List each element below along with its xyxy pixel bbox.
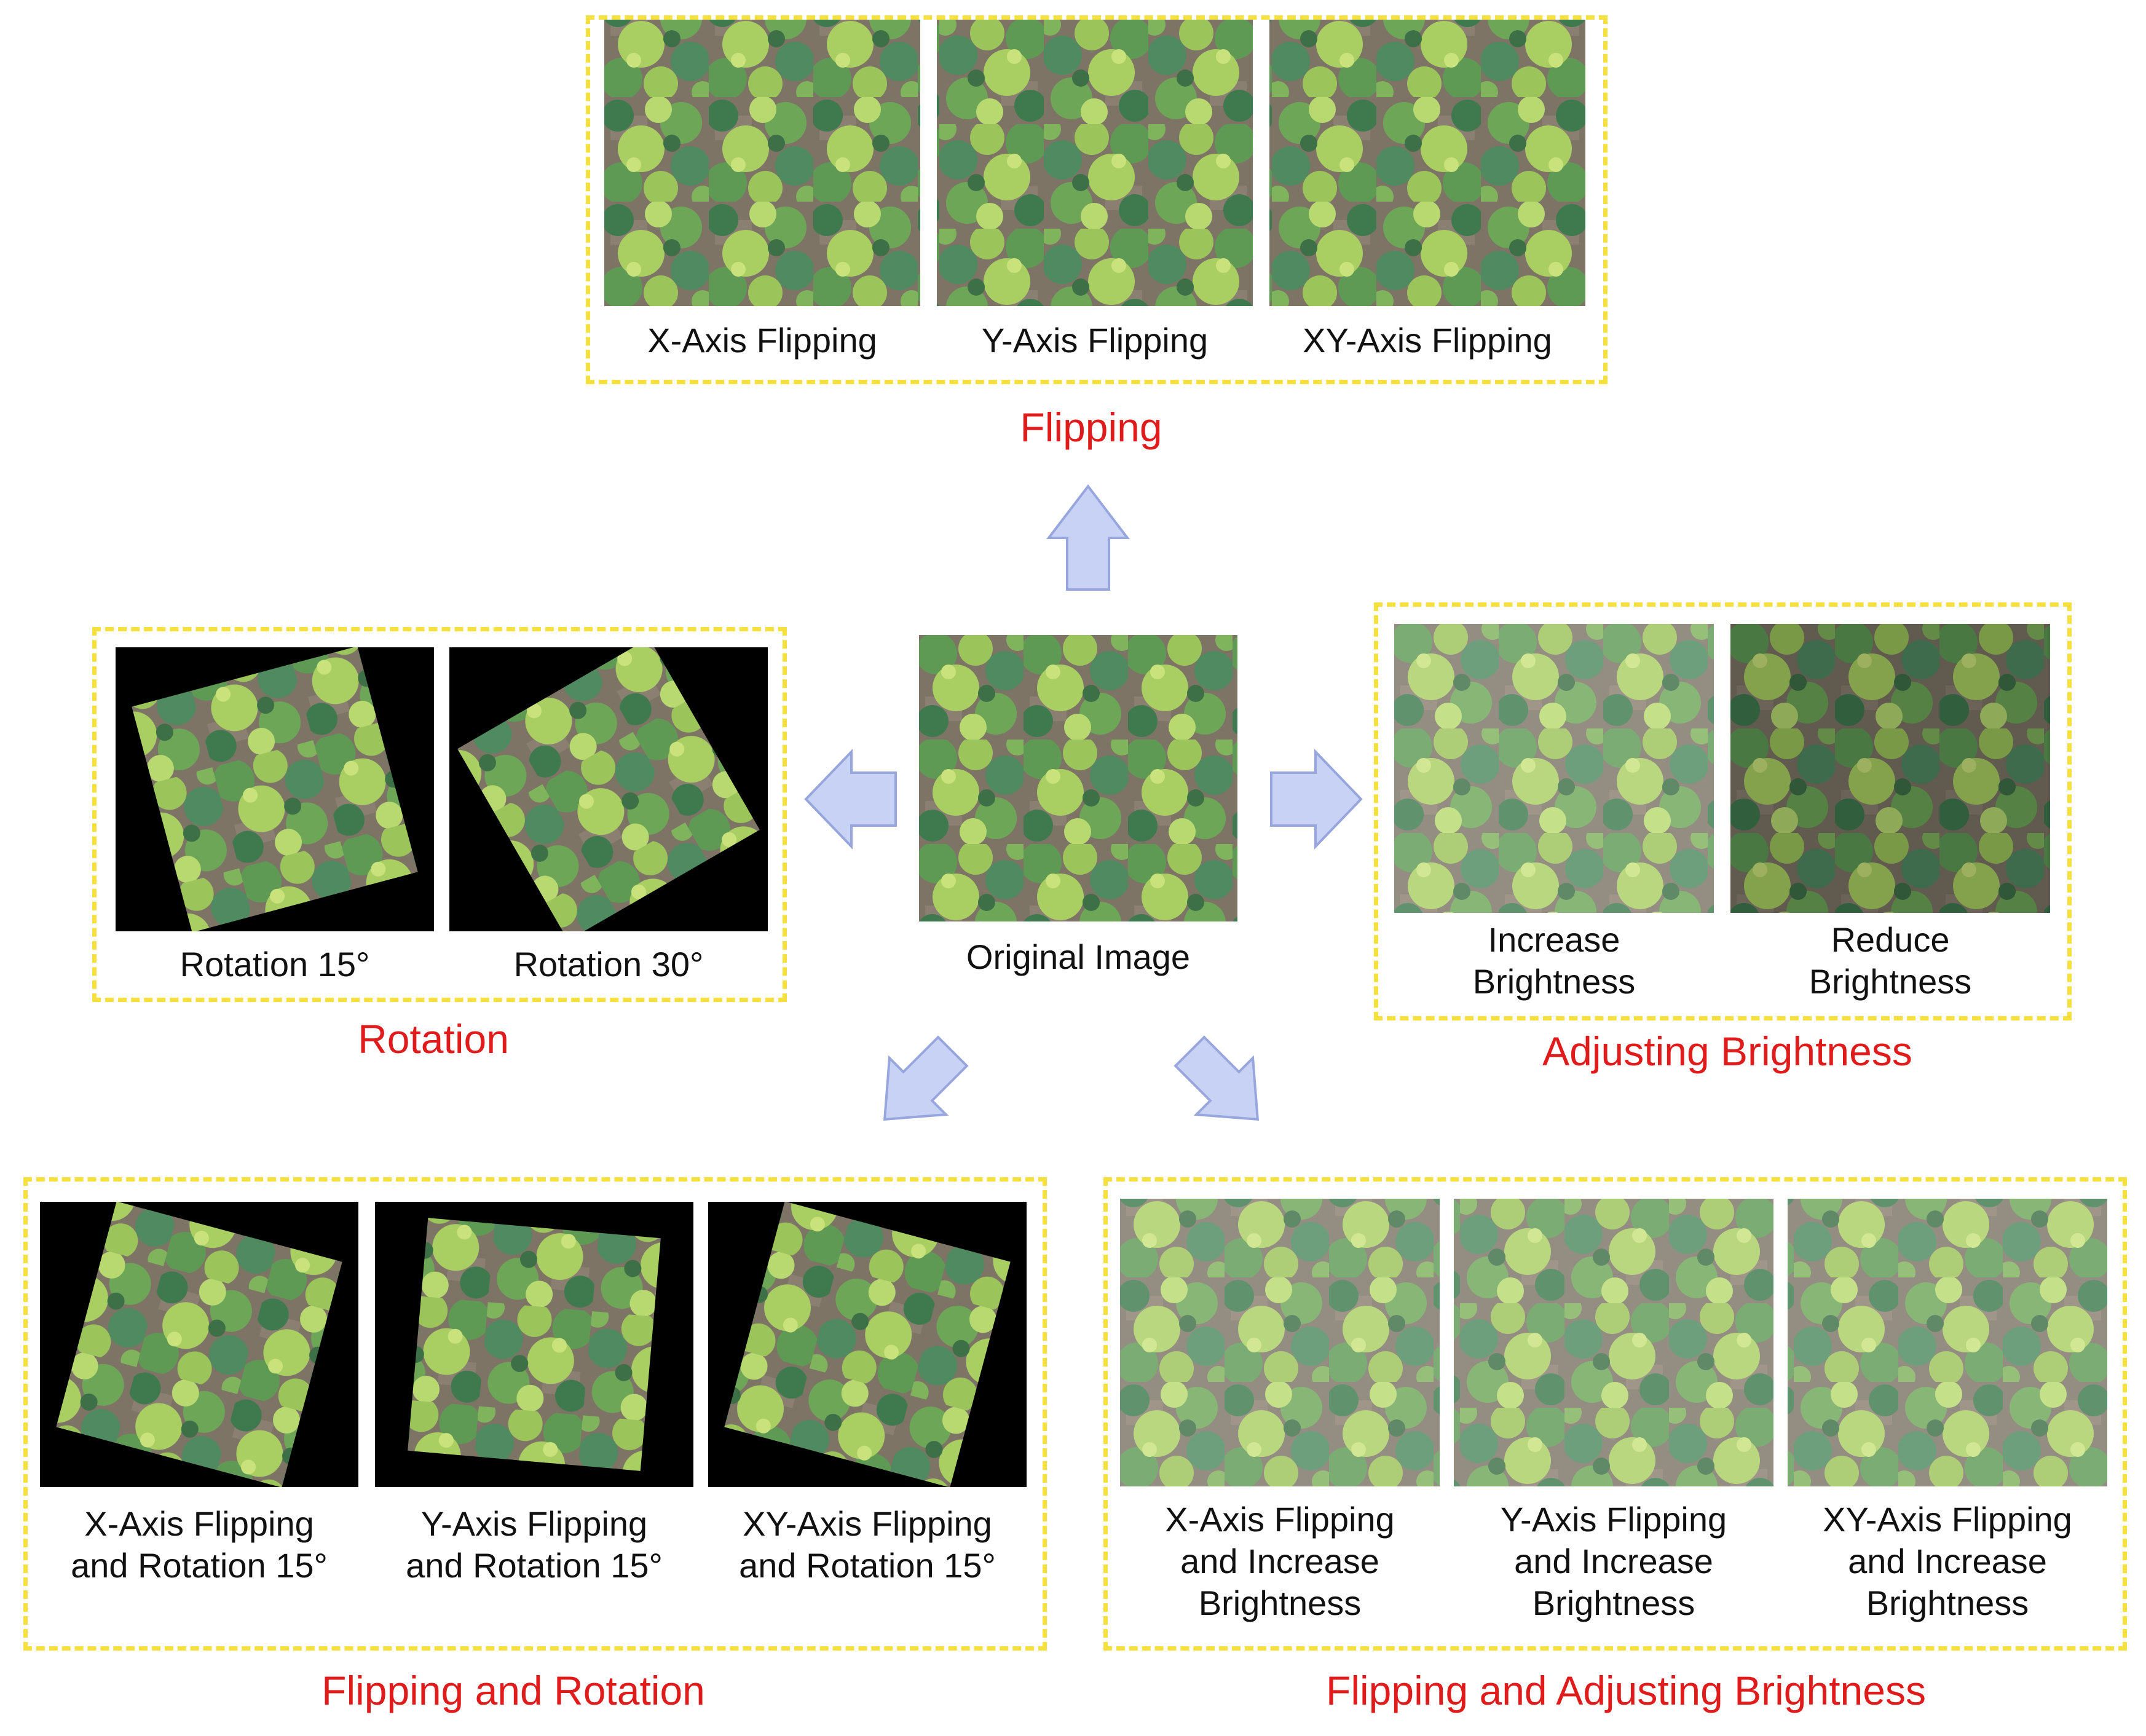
group-flipping-and-rotation [23,1177,1047,1651]
group-rotation [92,627,787,1002]
label-rotation-30: Rotation 30° [513,945,704,984]
group-title-flipping-and-adjusting-brightness: Flipping and Adjusting Brightness [1326,1668,1926,1713]
image-x-axis-flipping [604,20,920,306]
label-y-flip-rotation-15: Y-Axis Flipping and Rotation 15° [406,1504,663,1585]
group-title-flipping-and-rotation: Flipping and Rotation [322,1668,705,1713]
label-y-axis-flipping: Y-Axis Flipping [981,321,1209,360]
label-increase-brightness: Increase Brightness [1472,920,1636,1001]
image-x-flip-increase-brightness [1120,1199,1440,1486]
label-x-axis-flipping: X-Axis Flipping [647,321,877,360]
group-adjusting-brightness [1374,602,2072,1020]
arrow-down-right-icon [1174,1035,1260,1121]
image-reduce-brightness [1730,624,2050,913]
group-title-flipping: Flipping [1020,404,1162,450]
group-flipping-and-adjusting-brightness [1103,1177,2127,1651]
arrow-up-icon [1046,484,1130,591]
image-xy-flip-rotation-15 [708,1202,1027,1487]
label-original-image: Original Image [966,937,1191,976]
image-rotation-30 [449,647,768,931]
label-rotation-15: Rotation 15° [179,945,370,984]
group-title-rotation: Rotation [358,1016,509,1062]
image-increase-brightness [1394,624,1714,913]
image-x-flip-rotation-15 [40,1202,358,1487]
label-xy-axis-flipping: XY-Axis Flipping [1303,321,1552,360]
label-y-flip-increase-brightness: Y-Axis Flipping and Increase Brightness [1500,1500,1727,1622]
image-rotation-15 [116,647,434,931]
arrow-down-left-icon [883,1035,969,1121]
image-xy-flip-increase-brightness [1788,1199,2107,1486]
image-original [919,635,1237,921]
image-xy-axis-flipping [1269,20,1585,306]
group-flipping [586,15,1608,384]
label-xy-flip-rotation-15: XY-Axis Flipping and Rotation 15° [739,1504,996,1585]
label-reduce-brightness: Reduce Brightness [1809,920,1972,1001]
arrow-right-icon [1270,749,1363,850]
label-x-flip-increase-brightness: X-Axis Flipping and Increase Brightness [1165,1500,1395,1622]
image-y-flip-increase-brightness [1454,1199,1773,1486]
group-title-adjusting-brightness: Adjusting Brightness [1542,1028,1912,1074]
label-xy-flip-increase-brightness: XY-Axis Flipping and Increase Brightness [1823,1500,2072,1622]
arrow-left-icon [804,749,897,850]
label-x-flip-rotation-15: X-Axis Flipping and Rotation 15° [71,1504,328,1585]
image-y-flip-rotation-15 [375,1202,693,1487]
image-y-axis-flipping [937,20,1253,306]
